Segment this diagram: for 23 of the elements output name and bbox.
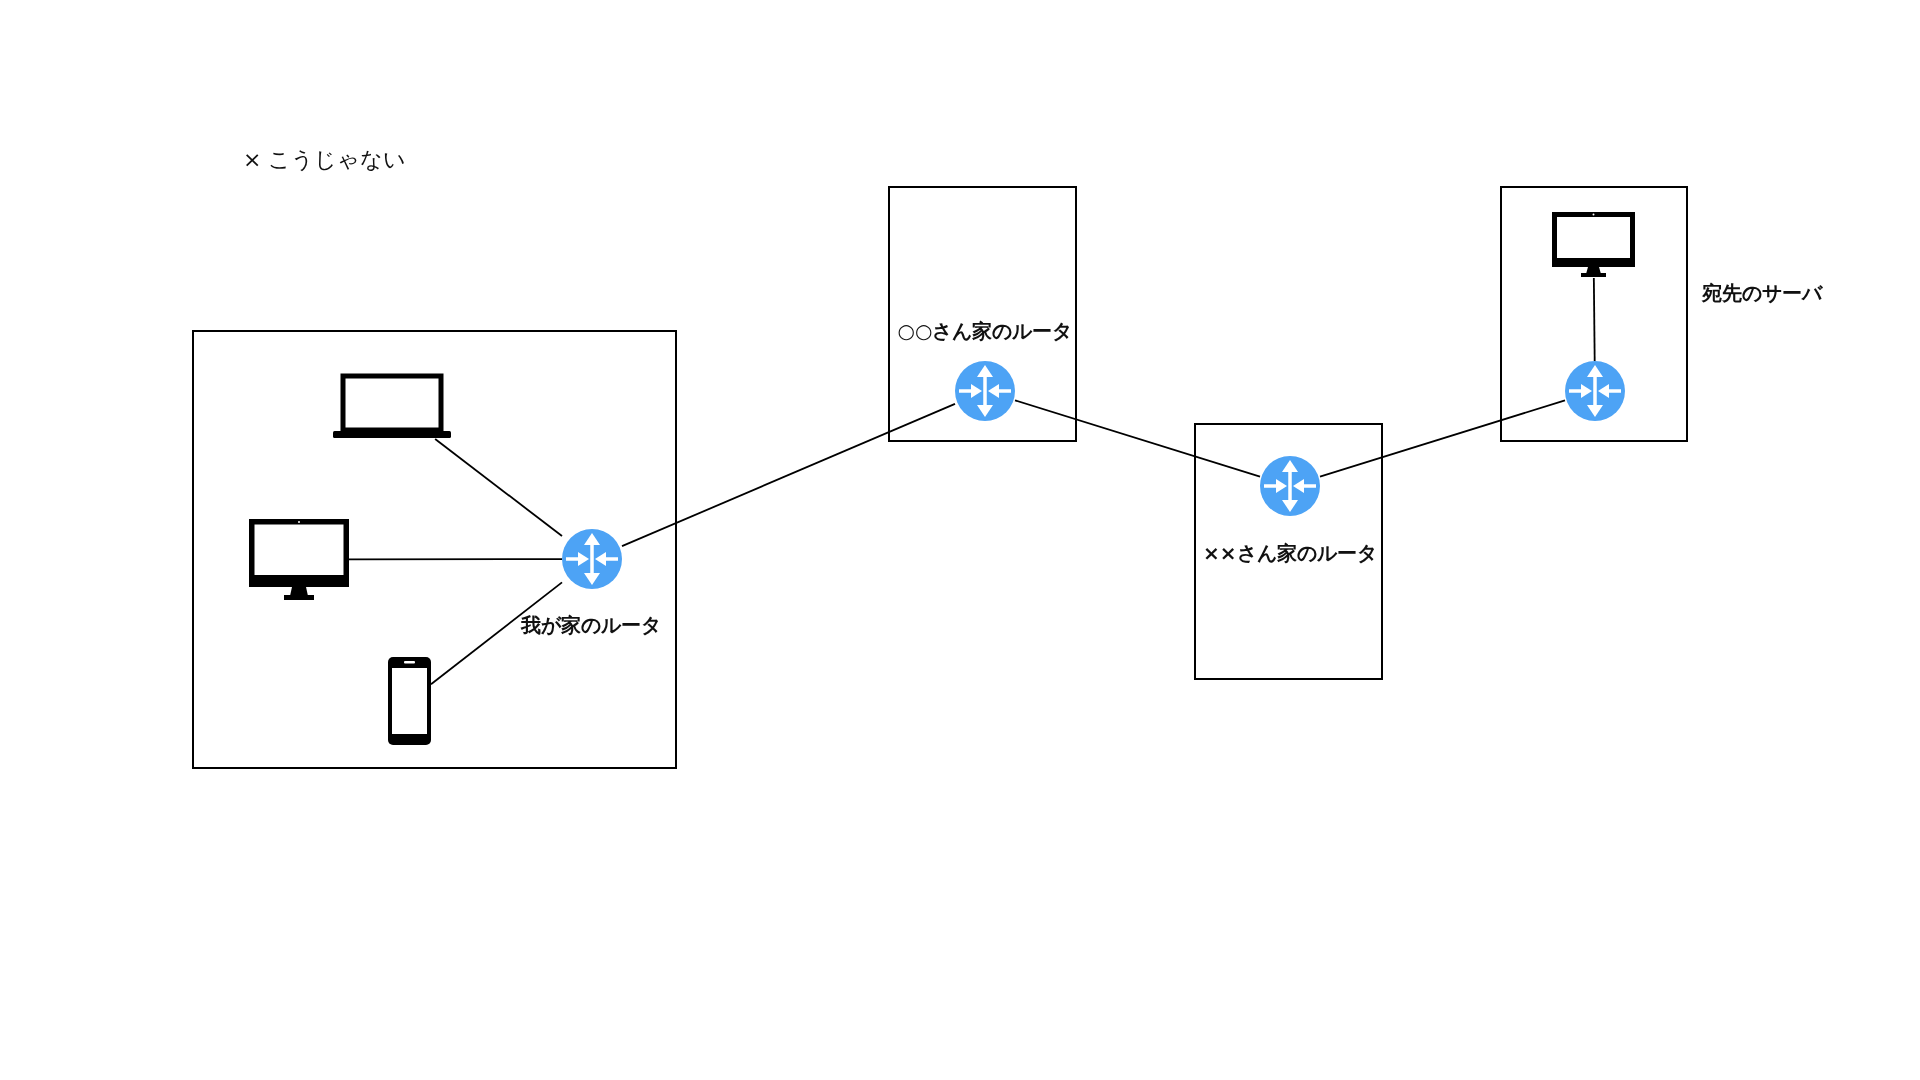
router-icon — [1565, 361, 1625, 421]
network-box — [888, 186, 1077, 442]
router-label: ××さん家のルータ — [1203, 539, 1377, 567]
router-label: ○○さん家のルータ — [897, 317, 1073, 345]
connector-line — [1592, 277, 1596, 362]
connector-line — [1319, 399, 1566, 478]
note-text: × こうじゃない — [243, 146, 407, 174]
smartphone-icon — [388, 657, 431, 745]
router-label: 我が家のルータ — [521, 611, 661, 639]
connector-line — [1014, 399, 1261, 478]
network-box — [192, 330, 677, 769]
network-box — [1194, 423, 1383, 680]
laptop-icon — [333, 373, 451, 439]
router-icon — [562, 529, 622, 589]
server-label: 宛先のサーバ — [1702, 280, 1822, 307]
desktop-icon — [1552, 212, 1635, 278]
desktop-icon — [249, 519, 349, 600]
connector-line — [621, 402, 956, 548]
connector-line — [430, 581, 563, 686]
connector-line — [434, 438, 563, 537]
router-icon — [1260, 456, 1320, 516]
connector-line — [348, 558, 563, 561]
router-icon — [955, 361, 1015, 421]
